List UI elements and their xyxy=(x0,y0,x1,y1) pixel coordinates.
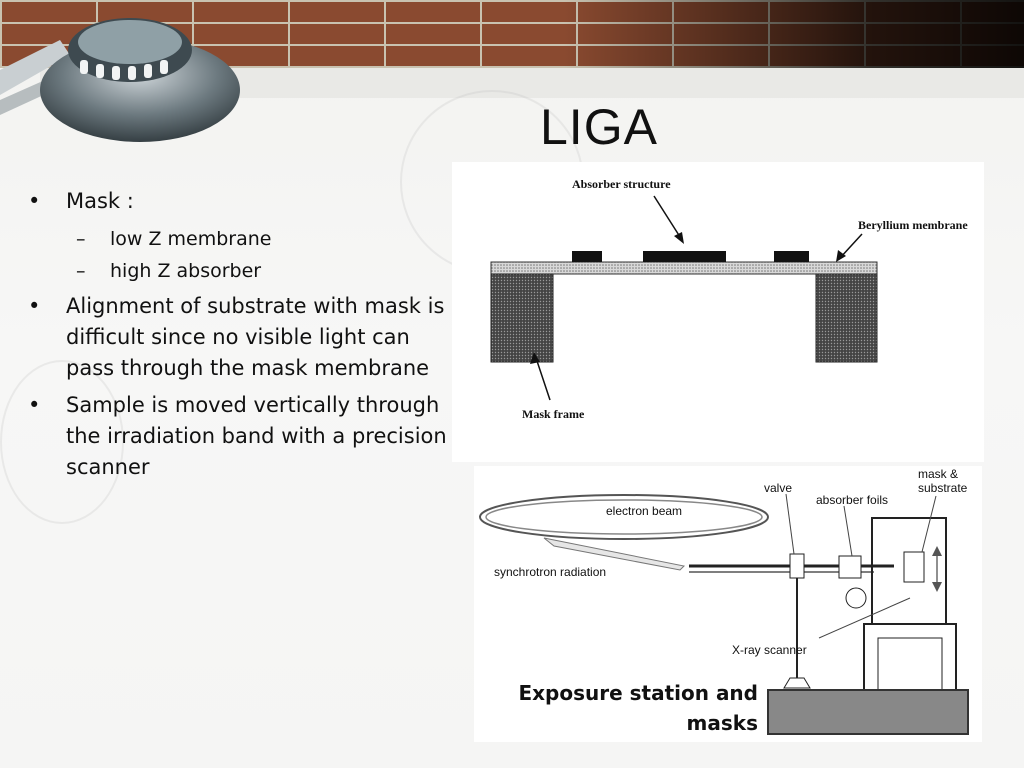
foil-bulb xyxy=(845,587,867,609)
sub-bullet-text: low Z membrane xyxy=(110,228,272,250)
bullet-marker: • xyxy=(28,393,41,417)
desk-lamp-image xyxy=(0,18,240,142)
sub-bullet-text: high Z absorber xyxy=(110,260,262,282)
absorber-block xyxy=(774,251,809,262)
bullet-item: • Mask : xyxy=(28,186,448,217)
valve-flange xyxy=(789,553,805,579)
mask-holder xyxy=(903,551,925,583)
bullet-text: Sample is moved vertically through the i… xyxy=(66,393,447,479)
electron-ring-inner xyxy=(485,499,763,535)
beryllium-membrane-label: Beryllium membrane xyxy=(858,218,968,232)
base-table xyxy=(767,689,969,735)
absorber-arrow xyxy=(653,195,683,241)
sub-bullet-marker: – xyxy=(76,260,86,282)
absorber-structure-label: Absorber structure xyxy=(572,177,671,191)
foils-leader xyxy=(843,505,853,557)
mask-diagram: Absorber structure Beryllium membrane Ma… xyxy=(452,162,984,462)
bullet-text: Alignment of substrate with mask is diff… xyxy=(66,294,445,380)
bullet-text: Mask : xyxy=(66,189,134,213)
mask-substrate-label: substrate xyxy=(918,481,968,495)
radiation-fan xyxy=(543,537,686,571)
background-sketch xyxy=(0,360,124,524)
electron-ring-outer xyxy=(479,494,769,540)
frame-arrow xyxy=(535,357,551,401)
absorber-foils-box xyxy=(838,555,862,579)
bullet-item: • Alignment of substrate with mask is di… xyxy=(28,291,448,384)
mask-substrate-leader xyxy=(921,495,937,553)
xray-scanner-label: X-ray scanner xyxy=(732,643,807,657)
support-foot xyxy=(783,677,811,689)
bullet-marker: • xyxy=(28,294,41,318)
mask-frame-left xyxy=(490,273,554,363)
valve-leader xyxy=(785,493,795,555)
exposure-station-diagram: electron beam synchrotron radiation valv… xyxy=(474,466,982,742)
bullet-list: • Mask : – low Z membrane – high Z absor… xyxy=(28,186,448,489)
membrane-arrow xyxy=(839,233,863,259)
absorber-block xyxy=(572,251,602,262)
membrane-arrowhead xyxy=(836,250,846,262)
sub-bullet-item: – low Z membrane xyxy=(76,223,448,255)
scan-arrowhead-up xyxy=(932,546,942,556)
xray-scanner-leader xyxy=(818,597,911,639)
bullet-item: • Sample is moved vertically through the… xyxy=(28,390,448,483)
slide-title: LIGA xyxy=(540,99,658,155)
sub-bullet-marker: – xyxy=(76,228,86,250)
sub-bullet-item: – high Z absorber xyxy=(76,255,448,287)
electron-beam-label: electron beam xyxy=(606,504,682,518)
absorber-arrowhead xyxy=(674,232,684,244)
scan-arrowhead-down xyxy=(932,582,942,592)
absorber-block xyxy=(643,251,726,262)
scanner-pedestal xyxy=(863,623,957,695)
mask-substrate-label: mask & xyxy=(918,467,958,481)
mask-frame-right xyxy=(815,273,878,363)
bullet-marker: • xyxy=(28,189,41,213)
mask-frame-label: Mask frame xyxy=(522,407,585,421)
valve-label: valve xyxy=(764,481,792,495)
beryllium-membrane xyxy=(490,261,878,275)
frame-arrowhead xyxy=(530,352,540,364)
synchrotron-label: synchrotron radiation xyxy=(494,565,606,579)
figure-caption: Exposure station and masks xyxy=(518,681,758,735)
absorber-foils-label: absorber foils xyxy=(816,493,888,507)
